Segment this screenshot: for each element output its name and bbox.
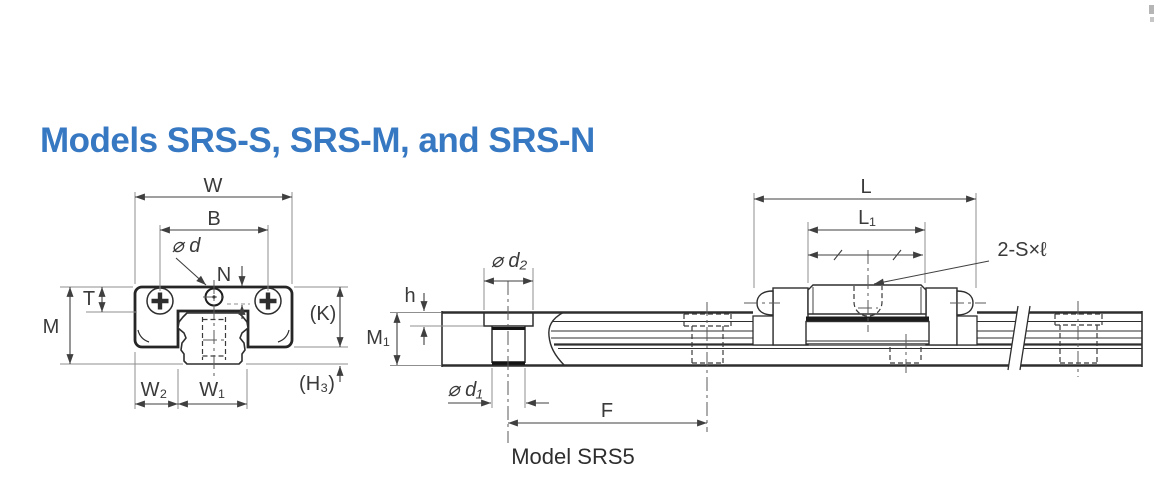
- rail-hole-hidden: [683, 313, 732, 364]
- label-F: F: [601, 400, 613, 422]
- end-cap-screw-left: [146, 287, 174, 315]
- block-cross-section: [133, 285, 294, 349]
- rail-cross-section: [177, 312, 249, 365]
- label-2S: 2-S×ℓ: [997, 239, 1047, 261]
- label-H3: (H₃): [299, 373, 335, 395]
- end-cap-screw-right: [254, 287, 282, 315]
- rail-break: [1007, 305, 1031, 371]
- rail-hole-under-block: [889, 347, 922, 364]
- grease-nipple-right: [956, 290, 974, 316]
- dimensions: [60, 192, 990, 427]
- side-view-block: [752, 284, 978, 346]
- label-phi-d2: ⌀ d₂: [491, 250, 528, 272]
- label-h: h: [404, 285, 415, 307]
- label-T: T: [83, 288, 95, 310]
- leader-phi-d: [175, 257, 207, 286]
- label-L1: L₁: [858, 207, 876, 229]
- page-title: Models SRS-S, SRS-M, and SRS-N: [40, 121, 595, 160]
- block-skirt: [805, 320, 930, 345]
- end-seal-right: [956, 315, 978, 346]
- front-view: [133, 285, 294, 365]
- label-W: W: [204, 175, 223, 197]
- label-K: (K): [310, 303, 337, 325]
- label-W1: W₁: [199, 379, 225, 401]
- label-L: L: [860, 176, 871, 198]
- dimension-labels: W B ⌀ d N T M (K) (H₃) W₂ W₁ L L₁ 2-S×ℓ …: [43, 175, 1047, 469]
- label-phi-d: ⌀ d: [172, 235, 202, 257]
- tapped-hole-hidden: [853, 286, 883, 317]
- end-seal-left: [752, 315, 774, 346]
- end-plate-left: [772, 287, 809, 346]
- page-edge-artifact: [1149, 5, 1154, 22]
- label-phi-d1: ⌀ d₁: [447, 379, 482, 401]
- figure-caption: Model SRS5: [511, 444, 635, 469]
- centerlines: [203, 250, 1079, 443]
- block-body: [807, 284, 927, 315]
- label-N: N: [217, 264, 231, 286]
- end-plate-right: [925, 287, 958, 346]
- label-W2: W₂: [141, 379, 168, 401]
- rail-surface-transition-curve: [548, 311, 566, 367]
- leader-2-S: [873, 260, 990, 286]
- label-B: B: [207, 208, 220, 230]
- label-M: M: [43, 316, 60, 338]
- label-M1: M₁: [366, 327, 390, 349]
